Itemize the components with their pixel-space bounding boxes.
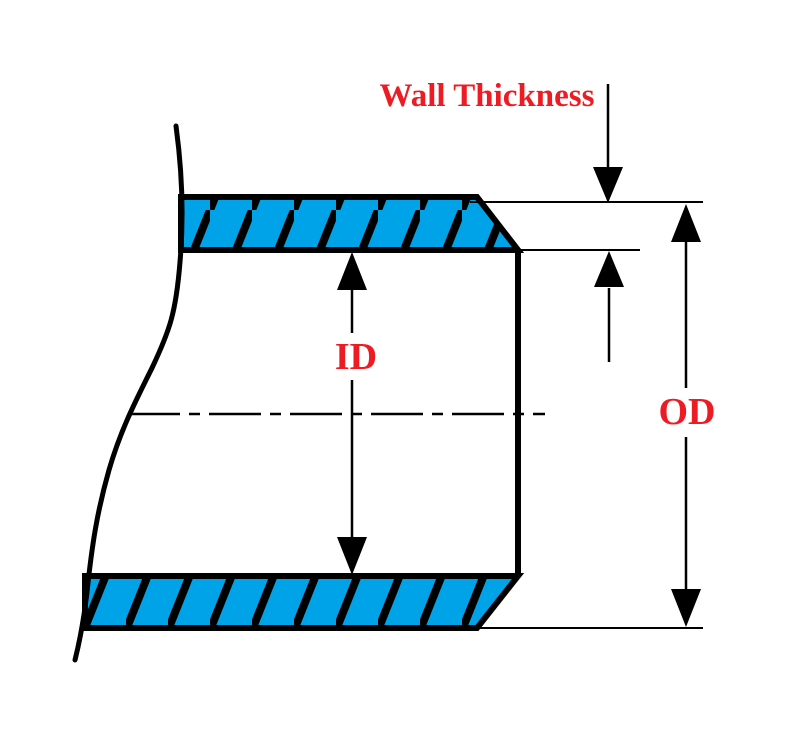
arrow-up-icon [671, 204, 701, 242]
od-dimension: OD [659, 204, 716, 627]
id-dimension: ID [335, 252, 377, 575]
arrow-up-icon [594, 251, 624, 287]
inner-diameter-label: ID [335, 336, 377, 378]
pipe-wall-top [178, 194, 525, 253]
wall-thickness-dimension: Wall Thickness [380, 78, 624, 362]
outer-diameter-label: OD [659, 391, 716, 433]
break-line [72, 123, 185, 663]
arrow-down-icon [671, 589, 701, 627]
pipe-wall-bottom [82, 573, 525, 631]
arrow-down-icon [337, 537, 367, 575]
arrow-down-icon [593, 167, 623, 203]
arrow-up-icon [337, 252, 367, 290]
wall-thickness-label: Wall Thickness [380, 78, 595, 114]
